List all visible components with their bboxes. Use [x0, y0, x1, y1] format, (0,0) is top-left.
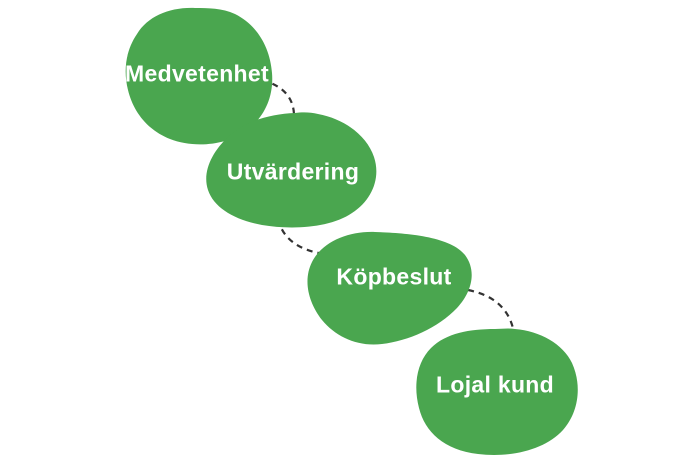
connector-purchase-to-loyal — [467, 288, 516, 334]
stage-label-medvetenhet: Medvetenhet — [125, 60, 269, 87]
stage-label-utvardering: Utvärdering — [226, 158, 360, 185]
stage-blob-kopbeslut — [307, 231, 472, 345]
stage-label-lojal-kund: Lojal kund — [436, 371, 554, 398]
stage-blob-utvardering — [206, 112, 377, 228]
stage-label-kopbeslut: Köpbeslut — [336, 263, 452, 290]
stage-blob-medvetenhet — [125, 7, 273, 145]
stage-blob-lojal-kund — [416, 328, 578, 455]
